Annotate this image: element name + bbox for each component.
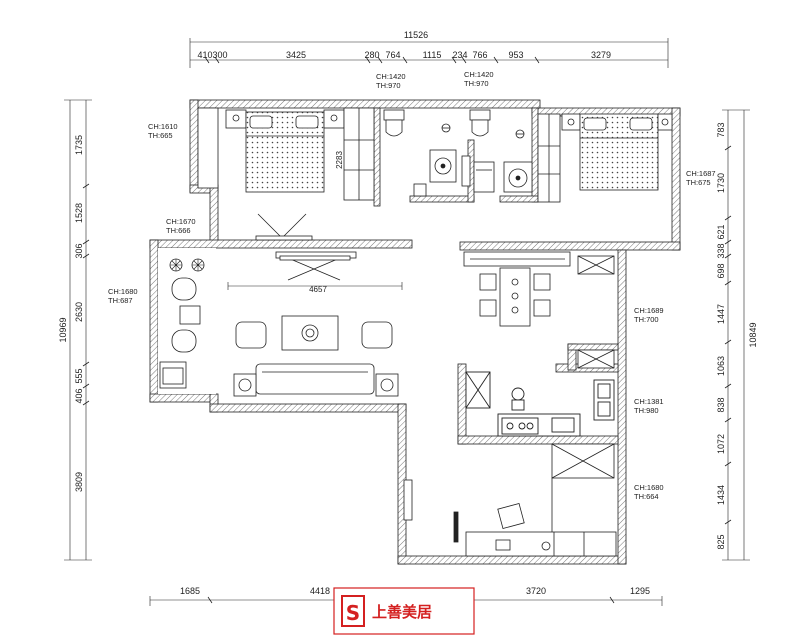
dim-top-6: 1115: [423, 50, 442, 60]
window-note-3-ch: CH:1420: [464, 70, 494, 79]
window-note-8-th: TH:980: [634, 406, 659, 415]
window-note-9-th: TH:664: [634, 492, 659, 501]
dim-top-1: 410: [197, 50, 212, 60]
brand-logo: S 上善美居: [333, 587, 475, 635]
left-dim-labels: 10969 1735 1528 306 2630 555 406 3809: [58, 135, 84, 492]
dim-bottom-5: 3720: [526, 586, 546, 596]
left-bedroom: [197, 107, 375, 241]
window-note-5-th: TH:666: [166, 226, 191, 235]
dim-top-8: 766: [472, 50, 487, 60]
logo-mark: S: [346, 601, 360, 625]
dim-right-1: 783: [716, 122, 726, 137]
dim-living-width: 4657: [309, 285, 327, 294]
window-note-1-ch: CH:1610: [148, 122, 178, 131]
dim-top-4: 280: [364, 50, 379, 60]
dim-right-4: 338: [716, 243, 726, 258]
dim-left-6: 406: [74, 388, 84, 403]
dim-bottom-6: 1295: [630, 586, 650, 596]
walls: [149, 99, 681, 565]
living-room: [158, 248, 403, 397]
window-note-1-th: TH:665: [148, 131, 173, 140]
dim-right-8: 838: [716, 397, 726, 412]
dim-left-1: 1735: [74, 135, 84, 155]
dim-left-3: 306: [74, 243, 84, 258]
window-note-4-ch: CH:1687: [686, 169, 716, 178]
window-note-4-th: TH:675: [686, 178, 711, 187]
dim-left-5: 555: [74, 368, 84, 383]
dining-area: [463, 251, 615, 369]
dim-top-5: 764: [385, 50, 400, 60]
window-note-2-ch: CH:1420: [376, 72, 406, 81]
dim-left-2: 1528: [74, 203, 84, 223]
dim-left-7: 3809: [74, 472, 84, 492]
kitchen: [465, 371, 615, 437]
bathrooms: [383, 109, 533, 197]
window-note-6-th: TH:687: [108, 296, 133, 305]
dim-top-7: 234: [452, 50, 467, 60]
window-note-5-ch: CH:1670: [166, 217, 196, 226]
left-dimension-chain: [64, 99, 92, 561]
dim-right-2: 1730: [716, 173, 726, 193]
right-dimension-ticks: [724, 145, 732, 525]
window-note-2-th: TH:970: [376, 81, 401, 90]
dim-bottom-1: 1685: [180, 586, 200, 596]
window-note-7-ch: CH:1689: [634, 306, 664, 315]
dim-right-overall: 10849: [748, 322, 758, 347]
top-dimension-ticks: [204, 56, 540, 64]
top-dim-labels: 410 300 3425 280 764 1115 234 766 953 32…: [197, 50, 611, 60]
dim-top-2: 300: [212, 50, 227, 60]
right-dimension-chain: [722, 109, 750, 561]
dim-right-9: 1072: [716, 434, 726, 454]
left-dimension-ticks: [82, 183, 90, 406]
dim-overall-width: 11526: [404, 30, 428, 40]
dim-left-overall: 10969: [58, 317, 68, 342]
dim-bottom-2: 4418: [310, 586, 330, 596]
logo-text: 上善美居: [372, 603, 432, 621]
window-note-7-th: TH:700: [634, 315, 659, 324]
dim-right-10: 1434: [716, 485, 726, 505]
dim-right-6: 1447: [716, 304, 726, 324]
dim-right-7: 1063: [716, 356, 726, 376]
dim-bedroom-internal: 2283: [335, 151, 344, 169]
window-note-8-ch: CH:1381: [634, 397, 664, 406]
dim-top-9: 953: [508, 50, 523, 60]
dim-right-5: 698: [716, 263, 726, 278]
window-notes: CH:1610 TH:665 CH:1420 TH:970 CH:1420 TH…: [108, 70, 716, 501]
right-dim-labels: 10849 783 1730 621 338 698 1447 1063 838…: [716, 122, 758, 549]
dim-top-3: 3425: [286, 50, 306, 60]
dim-left-4: 2630: [74, 302, 84, 322]
right-bedroom: [537, 113, 673, 203]
dim-right-11: 825: [716, 534, 726, 549]
dim-top-10: 3279: [591, 50, 611, 60]
dim-right-3: 621: [716, 224, 726, 239]
window-note-6-ch: CH:1680: [108, 287, 138, 296]
study-room: [403, 443, 617, 557]
window-note-3-th: TH:970: [464, 79, 489, 88]
window-note-9-ch: CH:1680: [634, 483, 664, 492]
top-dimension-chain: [189, 38, 669, 68]
